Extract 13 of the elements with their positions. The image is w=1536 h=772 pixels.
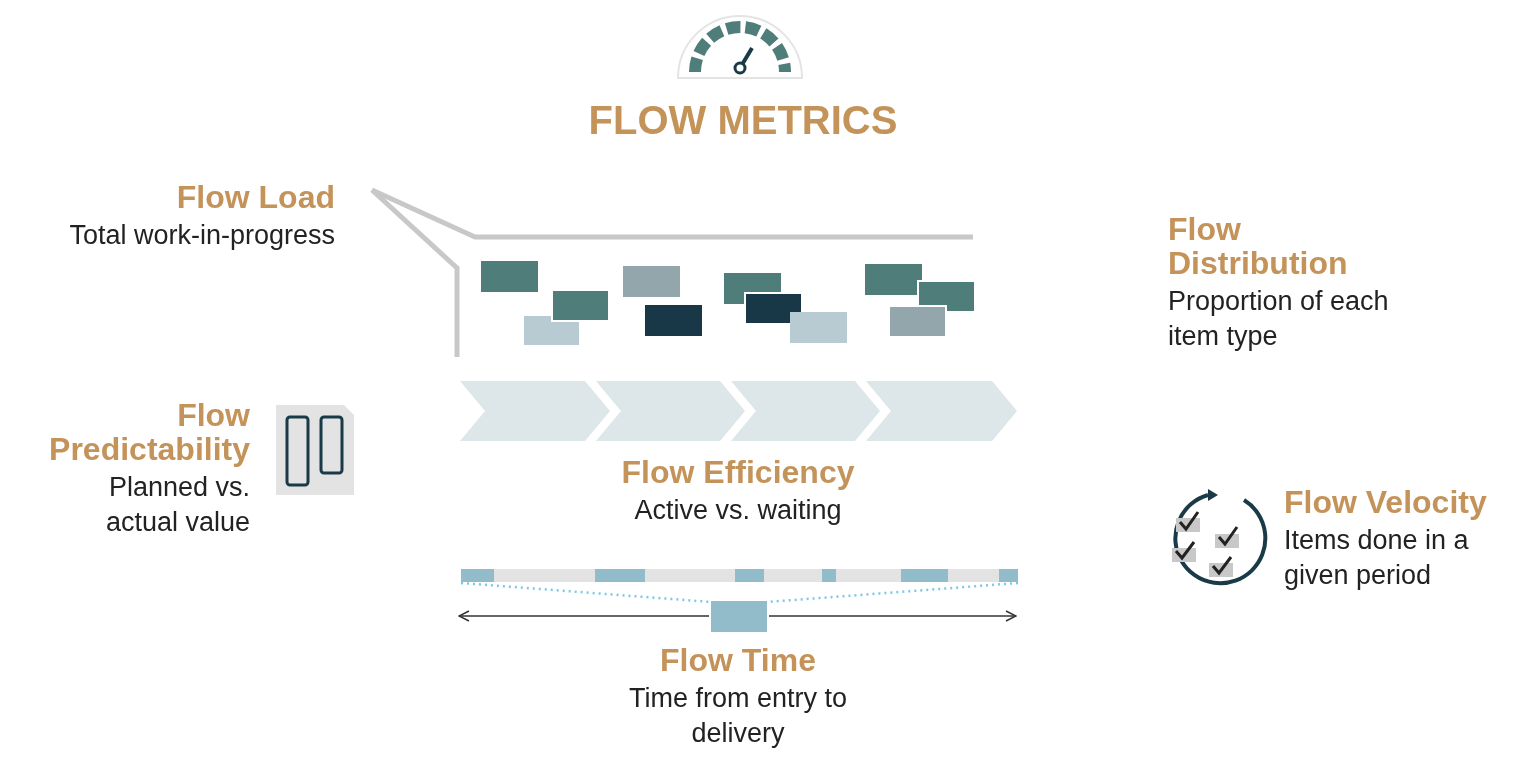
metric-title: Flow Load: [176, 180, 335, 214]
metric-description: Proportion of each item type: [1168, 285, 1390, 353]
metric-title: Flow Distribution: [1168, 212, 1349, 280]
metric-description: Planned vs. actual value: [104, 471, 250, 539]
metric-title: Flow Efficiency: [621, 455, 855, 489]
metric-title: Flow Predictability: [48, 398, 250, 466]
metric-description: Time from entry to delivery: [627, 682, 848, 750]
title: FLOW METRICS: [587, 97, 899, 143]
metric-description: Total work-in-progress: [69, 219, 335, 252]
metric-description: Items done in a given period: [1284, 524, 1470, 592]
metric-title: Flow Velocity: [1284, 485, 1487, 519]
metric-description: Active vs. waiting: [634, 494, 842, 527]
metric-title: Flow Time: [660, 643, 816, 677]
